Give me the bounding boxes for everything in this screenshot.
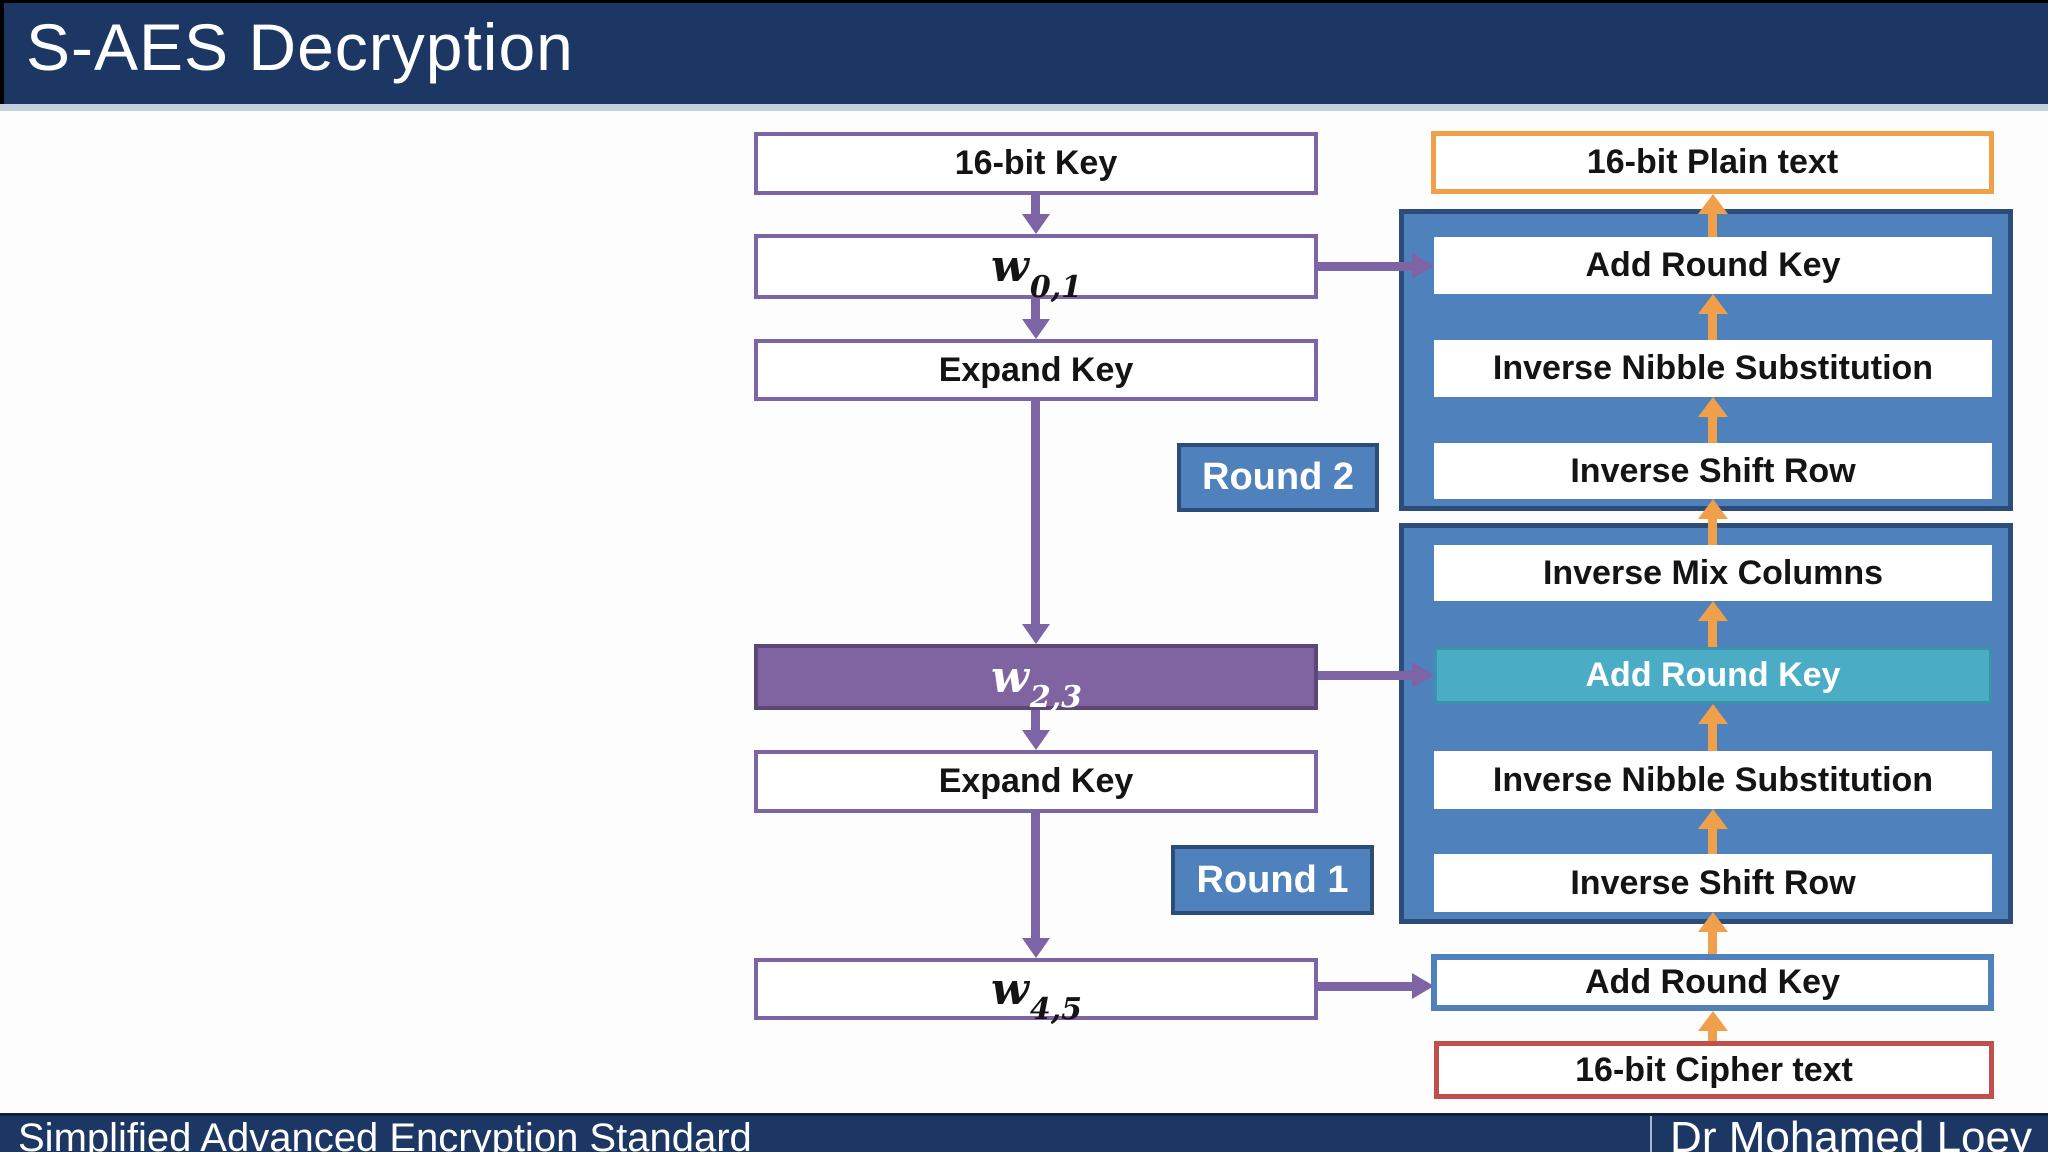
round2-step-label: Inverse Shift Row [1570,451,1856,490]
round2-step-label: Inverse Nibble Substitution [1492,349,1934,387]
box-w45: w4,5 [754,958,1318,1028]
round1-step-label: Inverse Mix Columns [1542,553,1884,592]
flow-arrowhead-up-icon [1698,397,1728,417]
flow-arrowhead-right-icon [1412,662,1434,688]
box-16bit-key-label: 16-bit Key [954,144,1118,182]
box-w23: w2,3 [754,644,1318,716]
flow-arrow-down-icon [1031,710,1040,731]
round1-step-label: Add Round Key [1585,656,1841,694]
flow-arrowhead-up-icon [1698,194,1728,214]
box-16bit-key: 16-bit Key [754,132,1318,195]
flow-arrowhead-up-icon [1698,809,1728,829]
round1-step-label: Inverse Nibble Substitution [1492,760,1934,799]
flow-arrow-down-icon [1031,401,1040,625]
box-cipher-text: 16-bit Cipher text [1434,1041,1994,1099]
flow-arrowhead-down-icon [1022,319,1050,339]
flow-arrow-right-icon [1318,262,1414,271]
flow-arrowhead-up-icon [1698,912,1728,932]
box-add-round-key-final-label: Add Round Key [1585,963,1840,1001]
flow-arrow-up-icon [1708,415,1717,443]
flow-arrowhead-down-icon [1022,938,1050,958]
flow-arrow-up-icon [1708,517,1717,545]
box-w45-label: w4,5 [990,963,1083,1028]
flow-arrowhead-up-icon [1698,1011,1728,1031]
flow-arrow-right-icon [1318,671,1414,680]
box-expand-key-1: Expand Key [754,339,1318,401]
round1-step-inverse-mix-columns: Inverse Mix Columns [1434,545,1992,601]
flow-arrowhead-right-icon [1412,253,1434,279]
flow-arrow-up-icon [1708,722,1717,751]
flow-arrow-up-icon [1708,930,1717,954]
footer-left-text: Simplified Advanced Encryption Standard [18,1116,752,1152]
flow-arrow-right-icon [1318,982,1414,991]
flow-arrow-down-icon [1031,813,1040,939]
box-expand-key-2: Expand Key [754,750,1318,813]
page-title: S-AES Decryption [26,10,574,84]
footer-divider [1650,1116,1652,1152]
flow-arrowhead-up-icon [1698,294,1728,314]
flow-arrowhead-up-icon [1698,601,1728,621]
header-bar: S-AES Decryption [0,3,2048,104]
flow-arrowhead-down-icon [1022,214,1050,234]
flow-arrow-down-icon [1031,299,1040,320]
flow-arrowhead-down-icon [1022,730,1050,750]
flow-arrow-up-icon [1708,212,1717,237]
round1-step-inverse-shift-row: Inverse Shift Row [1434,854,1992,912]
round2-step-inverse-shift-row: Inverse Shift Row [1434,443,1992,499]
round2-label: Round 2 [1177,443,1379,512]
footer-right-text: Dr Mohamed Loey [1670,1113,2032,1152]
round1-step-label: Inverse Shift Row [1570,863,1856,902]
flow-arrowhead-right-icon [1412,973,1434,999]
round2-step-inverse-nibble-substitution: Inverse Nibble Substitution [1434,340,1992,397]
footer-bar: Simplified Advanced Encryption Standard … [0,1113,2048,1152]
flow-arrow-up-icon [1708,312,1717,340]
box-add-round-key-final: Add Round Key [1431,954,1994,1011]
box-w23-label: w2,3 [990,651,1083,716]
round1-step-add-round-key: Add Round Key [1434,647,1992,704]
round1-step-inverse-nibble-substitution: Inverse Nibble Substitution [1434,751,1992,809]
box-cipher-text-label: 16-bit Cipher text [1575,1050,1853,1089]
flow-arrow-down-icon [1031,195,1040,215]
round1-label: Round 1 [1171,845,1374,915]
flow-arrow-up-icon [1708,619,1717,647]
flow-arrowhead-up-icon [1698,704,1728,724]
flow-arrowhead-up-icon [1698,499,1728,519]
flow-arrow-up-icon [1708,827,1717,854]
header-divider [0,104,2048,111]
round2-step-add-round-key: Add Round Key [1434,237,1992,294]
round2-step-label: Add Round Key [1585,246,1841,284]
box-expand-key-1-label: Expand Key [938,350,1134,389]
box-plain-text: 16-bit Plain text [1431,131,1994,194]
box-plain-text-label: 16-bit Plain text [1586,143,1839,181]
flow-arrowhead-down-icon [1022,624,1050,644]
flow-arrow-up-icon [1708,1029,1717,1041]
box-expand-key-2-label: Expand Key [938,762,1134,800]
box-w01-label: w0,1 [990,241,1083,305]
box-w01: w0,1 [754,234,1318,305]
